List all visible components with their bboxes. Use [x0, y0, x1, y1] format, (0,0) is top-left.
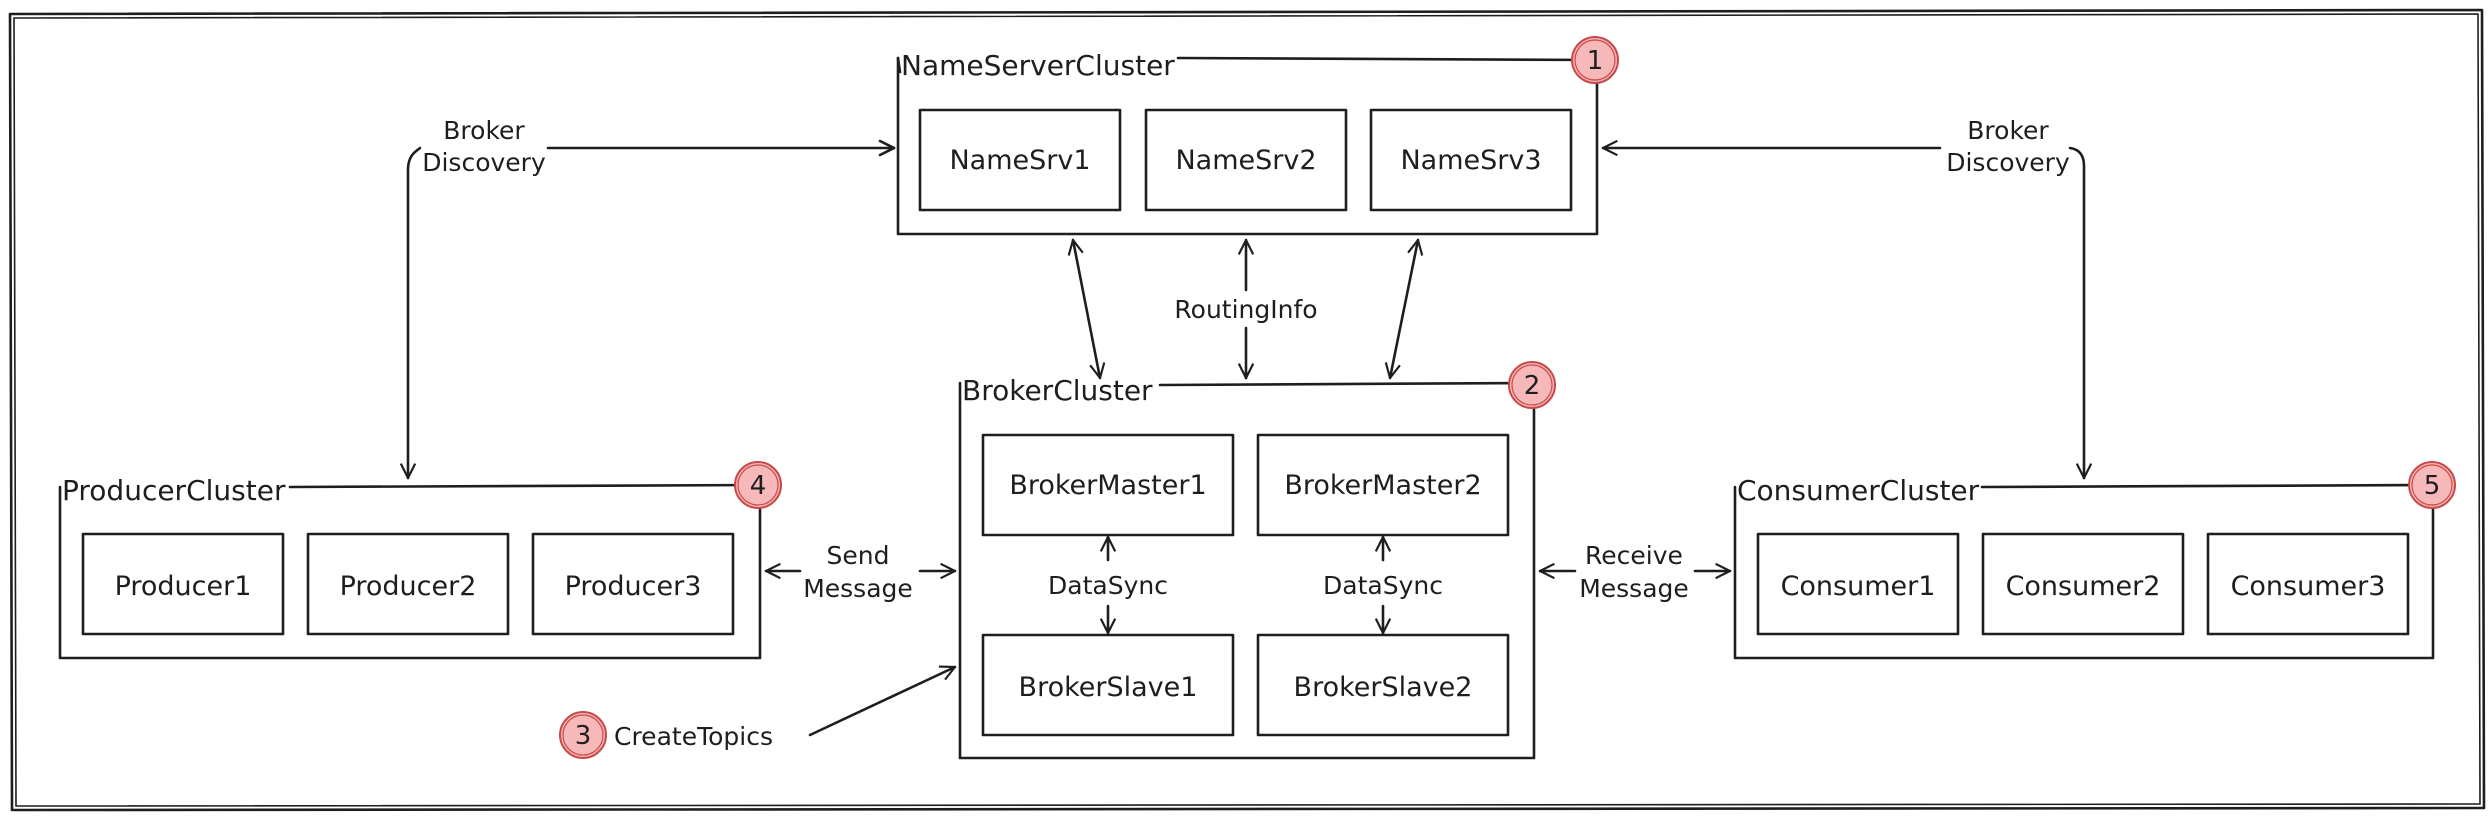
broker-discovery-edge-right: Broker Discovery — [1601, 116, 2093, 480]
svg-text:5: 5 — [2424, 471, 2441, 501]
svg-text:4: 4 — [750, 471, 767, 501]
producer2-label: Producer2 — [340, 571, 477, 602]
broker-master1-label: BrokerMaster1 — [1009, 470, 1206, 501]
broker-discovery-left-line1: Broker — [443, 116, 525, 145]
producer3-label: Producer3 — [565, 571, 702, 602]
namesrv-node[interactable]: NameSrv3 — [1369, 108, 1573, 212]
create-topics-edge: 3 CreateTopics — [559, 665, 957, 759]
consumer1-label: Consumer1 — [1781, 571, 1936, 602]
datasync-edge-1: DataSync — [1048, 535, 1168, 635]
consumer2-label: Consumer2 — [2006, 571, 2161, 602]
create-topics-label: CreateTopics — [614, 722, 773, 751]
namesrv-node[interactable]: NameSrv2 — [1144, 108, 1348, 212]
consumer-node[interactable]: Consumer1 — [1756, 532, 1960, 636]
producer-cluster: ProducerCluster 4 Producer1 Producer2 Pr… — [58, 461, 782, 660]
consumer-cluster-title: ConsumerCluster — [1737, 474, 1980, 507]
svg-text:3: 3 — [575, 721, 592, 751]
broker-slave2-label: BrokerSlave2 — [1294, 672, 1473, 703]
namesrv-node[interactable]: NameSrv1 — [918, 108, 1122, 212]
routing-info-edges: RoutingInfo — [1067, 238, 1424, 380]
namesrv3-label: NameSrv3 — [1400, 145, 1541, 176]
send-message-line1: Send — [827, 541, 890, 570]
producer-badge: 4 — [734, 461, 782, 509]
broker-discovery-right-line2: Discovery — [1946, 148, 2070, 177]
receive-message-line1: Receive — [1585, 541, 1683, 570]
send-message-line2: Message — [803, 574, 913, 603]
namesrv1-label: NameSrv1 — [949, 145, 1090, 176]
svg-text:1: 1 — [1587, 46, 1604, 76]
producer-node[interactable]: Producer1 — [81, 532, 285, 636]
consumer-cluster: ConsumerCluster 5 Consumer1 Consumer2 Co… — [1733, 461, 2456, 660]
broker-slave-node[interactable]: BrokerSlave1 — [981, 633, 1235, 737]
broker-cluster-title: BrokerCluster — [962, 374, 1153, 407]
namesrv2-label: NameSrv2 — [1175, 145, 1316, 176]
receive-message-edge: Receive Message — [1538, 541, 1732, 603]
broker-slave1-label: BrokerSlave1 — [1019, 672, 1198, 703]
consumer-node[interactable]: Consumer3 — [2206, 532, 2410, 636]
producer-cluster-title: ProducerCluster — [62, 474, 286, 507]
broker-badge: 2 — [1508, 361, 1556, 409]
nameserver-cluster: NameServerCluster 1 NameSrv1 NameSrv2 Na… — [896, 36, 1619, 236]
producer1-label: Producer1 — [115, 571, 252, 602]
consumer3-label: Consumer3 — [2231, 571, 2386, 602]
broker-master2-label: BrokerMaster2 — [1284, 470, 1481, 501]
broker-discovery-left-line2: Discovery — [422, 148, 546, 177]
outer-frame — [8, 8, 2486, 812]
broker-slave-node[interactable]: BrokerSlave2 — [1256, 633, 1510, 737]
broker-cluster: BrokerCluster 2 BrokerMaster1 BrokerMast… — [958, 361, 1556, 760]
producer-node[interactable]: Producer3 — [531, 532, 735, 636]
broker-discovery-right-line1: Broker — [1967, 116, 2049, 145]
send-message-edge: Send Message — [764, 541, 957, 603]
broker-discovery-edge-left: Broker Discovery — [399, 116, 896, 480]
consumer-node[interactable]: Consumer2 — [1981, 532, 2185, 636]
routing-info-label: RoutingInfo — [1174, 295, 1317, 324]
nameserver-cluster-title: NameServerCluster — [901, 49, 1175, 82]
broker-master-node[interactable]: BrokerMaster2 — [1256, 433, 1510, 537]
datasync-label-2: DataSync — [1323, 571, 1443, 600]
create-topics-badge: 3 — [559, 711, 607, 759]
nameserver-badge: 1 — [1571, 36, 1619, 84]
svg-text:2: 2 — [1524, 371, 1541, 401]
receive-message-line2: Message — [1579, 574, 1689, 603]
datasync-edge-2: DataSync — [1323, 535, 1443, 635]
broker-master-node[interactable]: BrokerMaster1 — [981, 433, 1235, 537]
datasync-label-1: DataSync — [1048, 571, 1168, 600]
producer-node[interactable]: Producer2 — [306, 532, 510, 636]
consumer-badge: 5 — [2408, 461, 2456, 509]
